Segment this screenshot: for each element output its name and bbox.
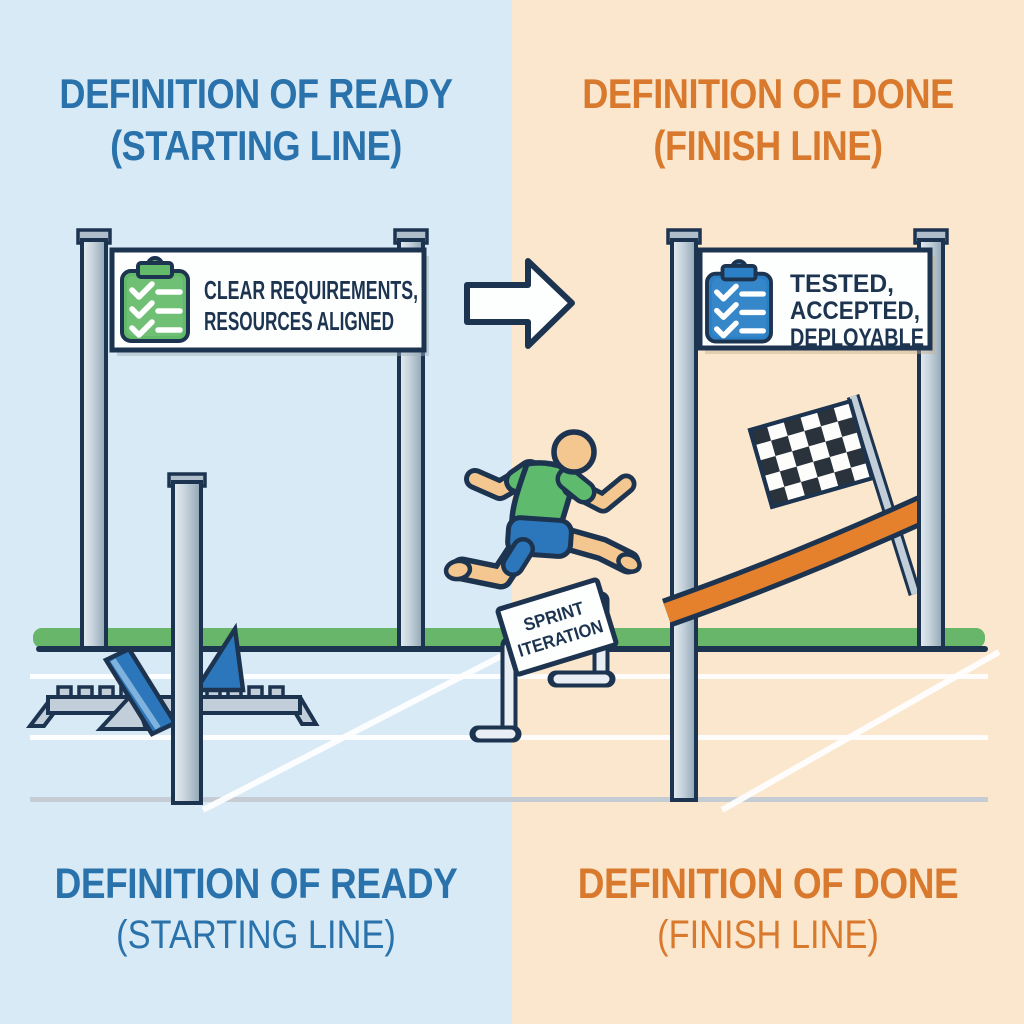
heading-definition-of-ready-bottom: DEFINITION OF READY (STARTING LINE) bbox=[36, 858, 476, 961]
start-signboard: CLEAR REQUIREMENTS, RESOURCES ALIGNED bbox=[109, 247, 429, 356]
checkered-flag-icon bbox=[747, 394, 922, 596]
heading-subtext: (STARTING LINE) bbox=[110, 122, 402, 170]
heading-subtext: (FINISH LINE) bbox=[653, 122, 883, 170]
starting-blocks-icon bbox=[25, 622, 320, 737]
finish-ribbon-icon bbox=[662, 488, 946, 628]
heading-subtext: (FINISH LINE) bbox=[657, 913, 879, 958]
finish-sign-text-line2: ACCEPTED, bbox=[790, 297, 920, 325]
blue-checklist-clipboard-icon bbox=[705, 259, 773, 344]
heading-definition-of-ready-top: DEFINITION OF READY (STARTING LINE) bbox=[36, 68, 476, 172]
right-arrow-icon bbox=[464, 258, 575, 349]
heading-text: DEFINITION OF DONE bbox=[582, 70, 954, 117]
green-checklist-clipboard-icon bbox=[120, 256, 190, 343]
heading-definition-of-done-bottom: DEFINITION OF DONE (FINISH LINE) bbox=[548, 858, 988, 961]
heading-text: DEFINITION OF DONE bbox=[577, 860, 959, 908]
finish-sign-text-line1: TESTED, bbox=[790, 270, 894, 298]
finish-sign-post-left bbox=[666, 228, 702, 802]
start-sign-text-line1: CLEAR REQUIREMENTS, bbox=[204, 275, 418, 305]
heading-text: DEFINITION OF READY bbox=[54, 860, 458, 908]
sprint-hurdle: SPRINT ITERATION bbox=[469, 577, 619, 743]
finish-signboard: TESTED, ACCEPTED, DEPLOYABLE bbox=[697, 247, 935, 354]
heading-subtext: (STARTING LINE) bbox=[116, 913, 396, 958]
finish-sign-text-line3: DEPLOYABLE bbox=[790, 324, 924, 352]
start-line-post bbox=[167, 472, 207, 805]
hurdling-runner-icon bbox=[443, 429, 642, 590]
heading-definition-of-done-top: DEFINITION OF DONE (FINISH LINE) bbox=[548, 68, 988, 172]
heading-text: DEFINITION OF READY bbox=[59, 70, 453, 117]
start-sign-text-line2: RESOURCES ALIGNED bbox=[204, 306, 394, 336]
